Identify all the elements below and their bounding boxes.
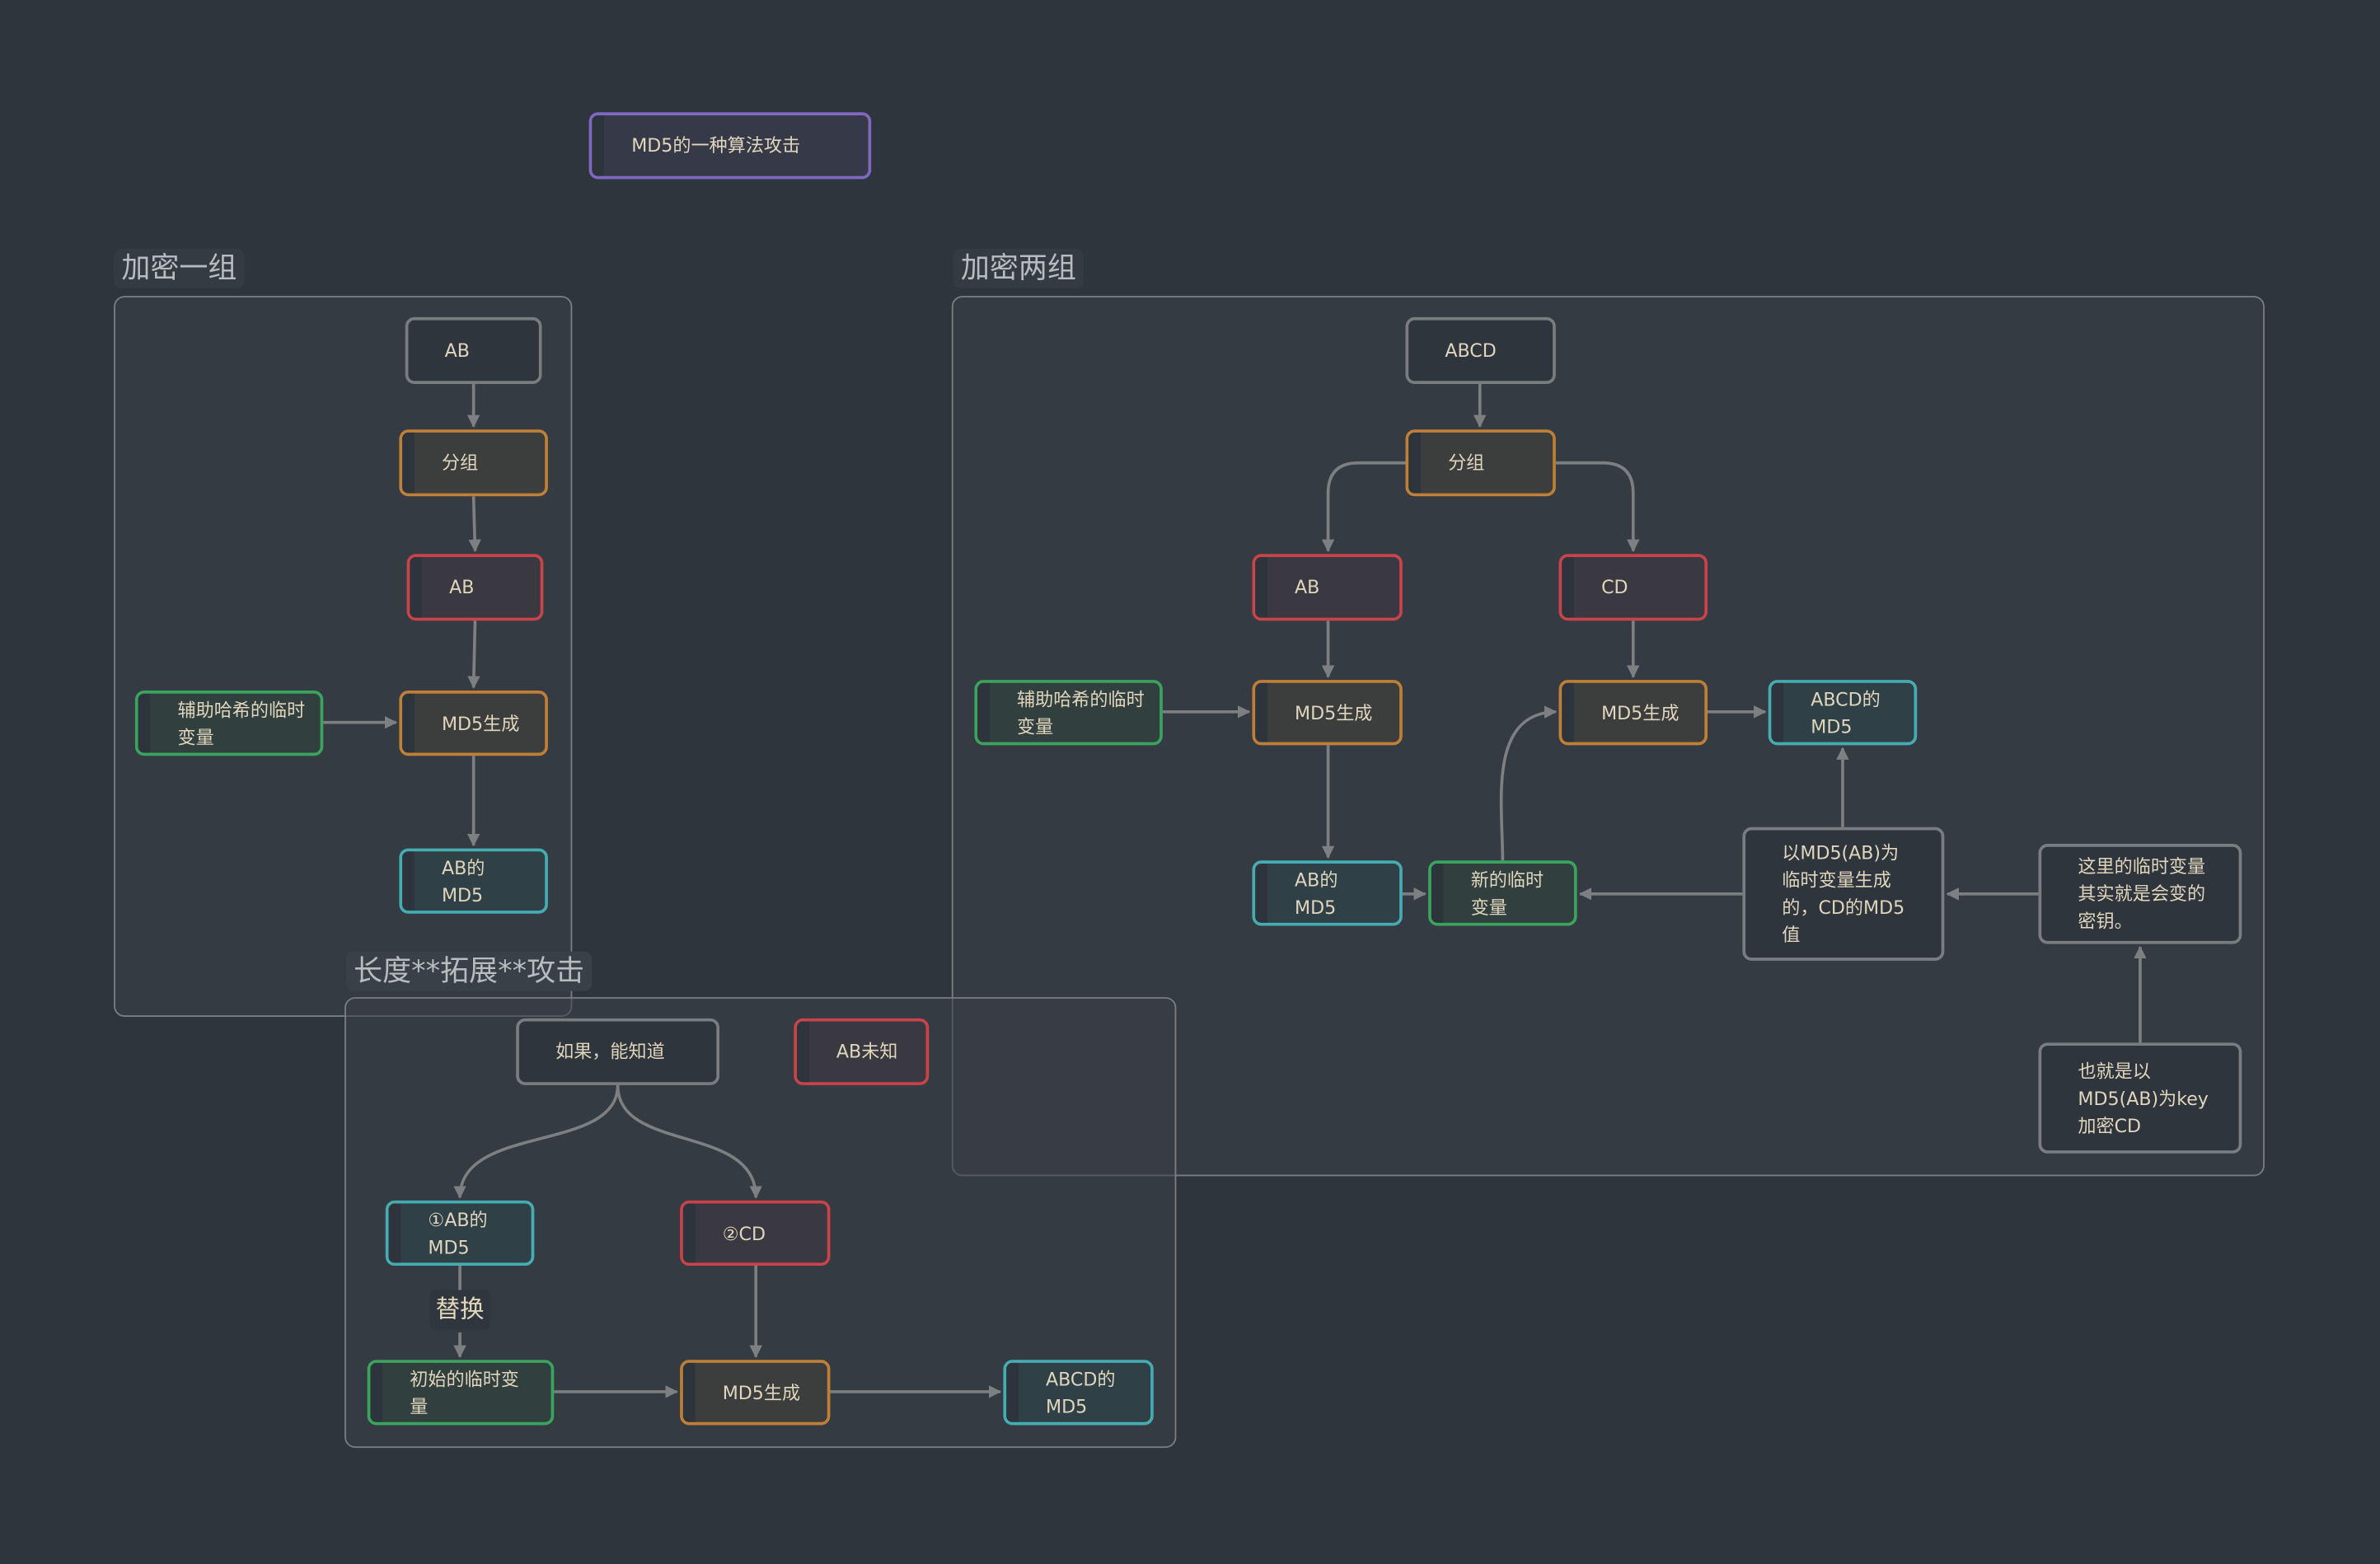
node-g2-ab-md5[interactable]: AB的MD5	[1252, 860, 1403, 926]
node-label: MD5生成	[1601, 701, 1680, 723]
node-label: AB的MD5	[441, 856, 485, 906]
node-g2-new-temp-var[interactable]: 新的临时变量	[1428, 860, 1577, 926]
node-g2-ab[interactable]: AB	[1252, 554, 1403, 621]
node-label: ABCD	[1445, 339, 1497, 362]
node-g2-note-key-encrypt-cd[interactable]: 也就是以MD5(AB)为key加密CD	[2038, 1042, 2242, 1154]
node-label: 新的临时变量	[1470, 869, 1544, 918]
node-label: MD5生成	[441, 712, 520, 734]
node-g2-aux-temp-var[interactable]: 辅助哈希的临时变量	[974, 680, 1163, 746]
node-g2-abcd-md5[interactable]: ABCD的MD5	[1768, 680, 1918, 746]
node-label: AB的MD5	[1295, 869, 1338, 918]
node-label: AB	[444, 339, 470, 362]
node-label: MD5生成	[1295, 701, 1373, 723]
node-label: 也就是以MD5(AB)为key加密CD	[2078, 1060, 2209, 1136]
node-g1-md5-gen[interactable]: MD5生成	[399, 691, 548, 756]
group-label-encrypt-one[interactable]: 加密一组	[114, 249, 245, 288]
node-label: 这里的临时变量其实就是会变的密钥。	[2078, 855, 2206, 932]
group-label-length-extension[interactable]: 长度**拓展**攻击	[345, 951, 593, 991]
node-g2-md5-gen-1[interactable]: MD5生成	[1252, 680, 1403, 746]
node-label: 分组	[1448, 452, 1485, 474]
node-label: 初始的临时变量	[410, 1368, 519, 1417]
node-g2-abcd[interactable]: ABCD	[1405, 316, 1556, 384]
node-label: AB	[449, 576, 475, 598]
node-g2-note-temp-is-key[interactable]: 这里的临时变量其实就是会变的密钥。	[2038, 844, 2242, 944]
node-g1-split[interactable]: 分组	[399, 429, 548, 497]
node-label: 以MD5(AB)为临时变量生成的，CD的MD5值	[1782, 842, 1905, 946]
node-g2-md5-gen-2[interactable]: MD5生成	[1558, 680, 1708, 746]
node-g1-ab-input[interactable]: AB	[405, 316, 542, 384]
node-g1-aux-temp-var[interactable]: 辅助哈希的临时变量	[134, 691, 324, 756]
node-label: 辅助哈希的临时变量	[1017, 688, 1145, 738]
diagram-title-node[interactable]: MD5的一种算法攻击	[588, 112, 872, 180]
node-label: MD5生成	[722, 1381, 801, 1403]
node-label: 分组	[441, 452, 479, 474]
node-label: 如果，能知道	[555, 1041, 665, 1063]
node-label: 辅助哈希的临时变量	[177, 699, 306, 748]
node-label: ABCD的MD5	[1811, 688, 1881, 738]
edge-label-replace[interactable]: 替换	[429, 1290, 490, 1330]
node-g3-if-known[interactable]: 如果，能知道	[516, 1018, 720, 1085]
node-g2-split[interactable]: 分组	[1405, 429, 1556, 497]
node-g1-ab[interactable]: AB	[406, 554, 544, 621]
diagram-title: MD5的一种算法攻击	[631, 134, 801, 157]
node-label: CD	[1601, 576, 1628, 598]
node-g3-cd[interactable]: ②CD	[680, 1200, 831, 1267]
node-label: AB	[1295, 576, 1320, 598]
node-label: ABCD的MD5	[1046, 1368, 1116, 1417]
node-g2-note-md5-ab-as-temp[interactable]: 以MD5(AB)为临时变量生成的，CD的MD5值	[1742, 826, 1945, 961]
group-label-encrypt-two[interactable]: 加密两组	[953, 249, 1085, 288]
node-g1-ab-md5[interactable]: AB的MD5	[399, 848, 548, 914]
node-g3-ab-md5[interactable]: ①AB的MD5	[385, 1200, 535, 1267]
node-g3-ab-unknown[interactable]: AB未知	[794, 1018, 930, 1085]
node-label: ①AB的MD5	[428, 1208, 488, 1257]
node-g3-md5-gen[interactable]: MD5生成	[680, 1360, 831, 1426]
node-label: AB未知	[836, 1041, 898, 1063]
node-g3-initial-temp-var[interactable]: 初始的临时变量	[367, 1360, 555, 1426]
node-g3-abcd-md5[interactable]: ABCD的MD5	[1003, 1360, 1154, 1426]
node-label: ②CD	[722, 1222, 766, 1244]
node-g2-cd[interactable]: CD	[1558, 554, 1708, 621]
